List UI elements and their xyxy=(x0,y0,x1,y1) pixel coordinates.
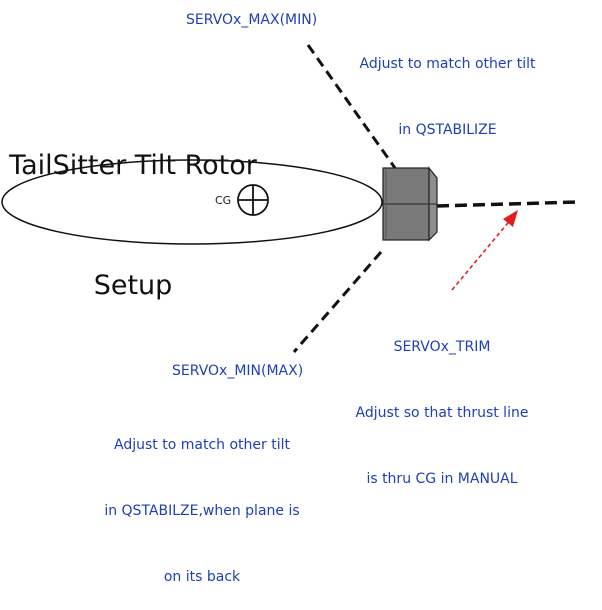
servo-trim-label: SERVOx_TRIM Adjust so that thrust line i… xyxy=(326,292,558,512)
trim-arrow xyxy=(451,210,518,291)
servo-max-label: SERVOx_MAX(MIN) xyxy=(186,12,318,28)
tailsitter-diagram xyxy=(1,44,579,353)
servo-max-note-line-1: Adjust to match other tilt xyxy=(359,56,536,72)
servo-min-note: Adjust to match other tilt in QSTABILZE,… xyxy=(86,390,318,610)
cg-label: CG xyxy=(215,194,232,207)
thrust-line xyxy=(436,200,579,208)
servo-trim-note-line-2: is thru CG in MANUAL xyxy=(366,471,518,487)
servo-max-note-line-2: in QSTABILIZE xyxy=(398,122,497,138)
servo-min-label: SERVOx_MIN(MAX) xyxy=(172,363,304,379)
tilt-motor xyxy=(382,166,438,242)
servo-min-note-line-2: in QSTABILZE,when plane is xyxy=(104,503,300,519)
diagram-title: TailSitter Tilt Rotor Setup xyxy=(8,66,258,346)
servo-max-note: Adjust to match other tilt in QSTABILIZE xyxy=(345,9,550,163)
servo-min-note-line-1: Adjust to match other tilt xyxy=(114,437,290,453)
servo-trim-note-line-1: Adjust so that thrust line xyxy=(355,405,529,421)
servo-max-tilt-line xyxy=(306,44,397,169)
title-line-2: Setup xyxy=(93,270,173,301)
title-line-1: TailSitter Tilt Rotor xyxy=(9,150,257,181)
servo-trim-name: SERVOx_TRIM xyxy=(393,339,491,355)
fuselage-ellipse xyxy=(1,159,383,245)
cg-symbol xyxy=(237,184,269,216)
servo-min-tilt-line xyxy=(292,251,383,353)
servo-min-note-line-3: on its back xyxy=(163,569,241,585)
